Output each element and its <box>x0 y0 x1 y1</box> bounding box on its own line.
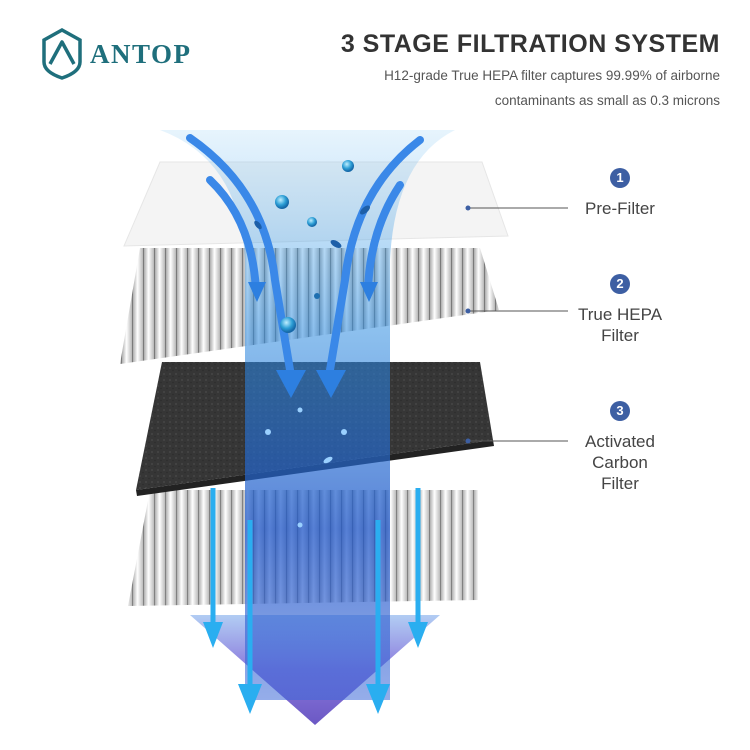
stage-number-badge: 2 <box>610 274 630 294</box>
headline: 3 STAGE FILTRATION SYSTEM H12-grade True… <box>341 30 720 113</box>
stage-number-badge: 1 <box>610 168 630 188</box>
stage-2: 2 True HEPA Filter <box>560 272 680 346</box>
brand-name: ANTOP <box>90 38 192 69</box>
stage-label: Pre-Filter <box>585 199 655 218</box>
brand-logo: ANTOP <box>42 28 192 80</box>
airborne-particles <box>254 160 370 528</box>
stage-number-badge: 3 <box>610 401 630 421</box>
stage-3: 3 Activated Carbon Filter <box>560 399 680 494</box>
page-title: 3 STAGE FILTRATION SYSTEM <box>340 30 720 58</box>
shield-logo-icon <box>42 28 82 80</box>
airflow-column <box>160 130 455 700</box>
stage-1: 1 Pre-Filter <box>560 166 680 219</box>
stage-label: True HEPA Filter <box>577 305 663 345</box>
subtitle-line-1: H12-grade True HEPA filter captures 99.9… <box>384 68 720 83</box>
subtitle-line-2: contaminants as small as 0.3 microns <box>494 93 720 108</box>
stage-label: Activated Carbon Filter <box>585 432 655 493</box>
